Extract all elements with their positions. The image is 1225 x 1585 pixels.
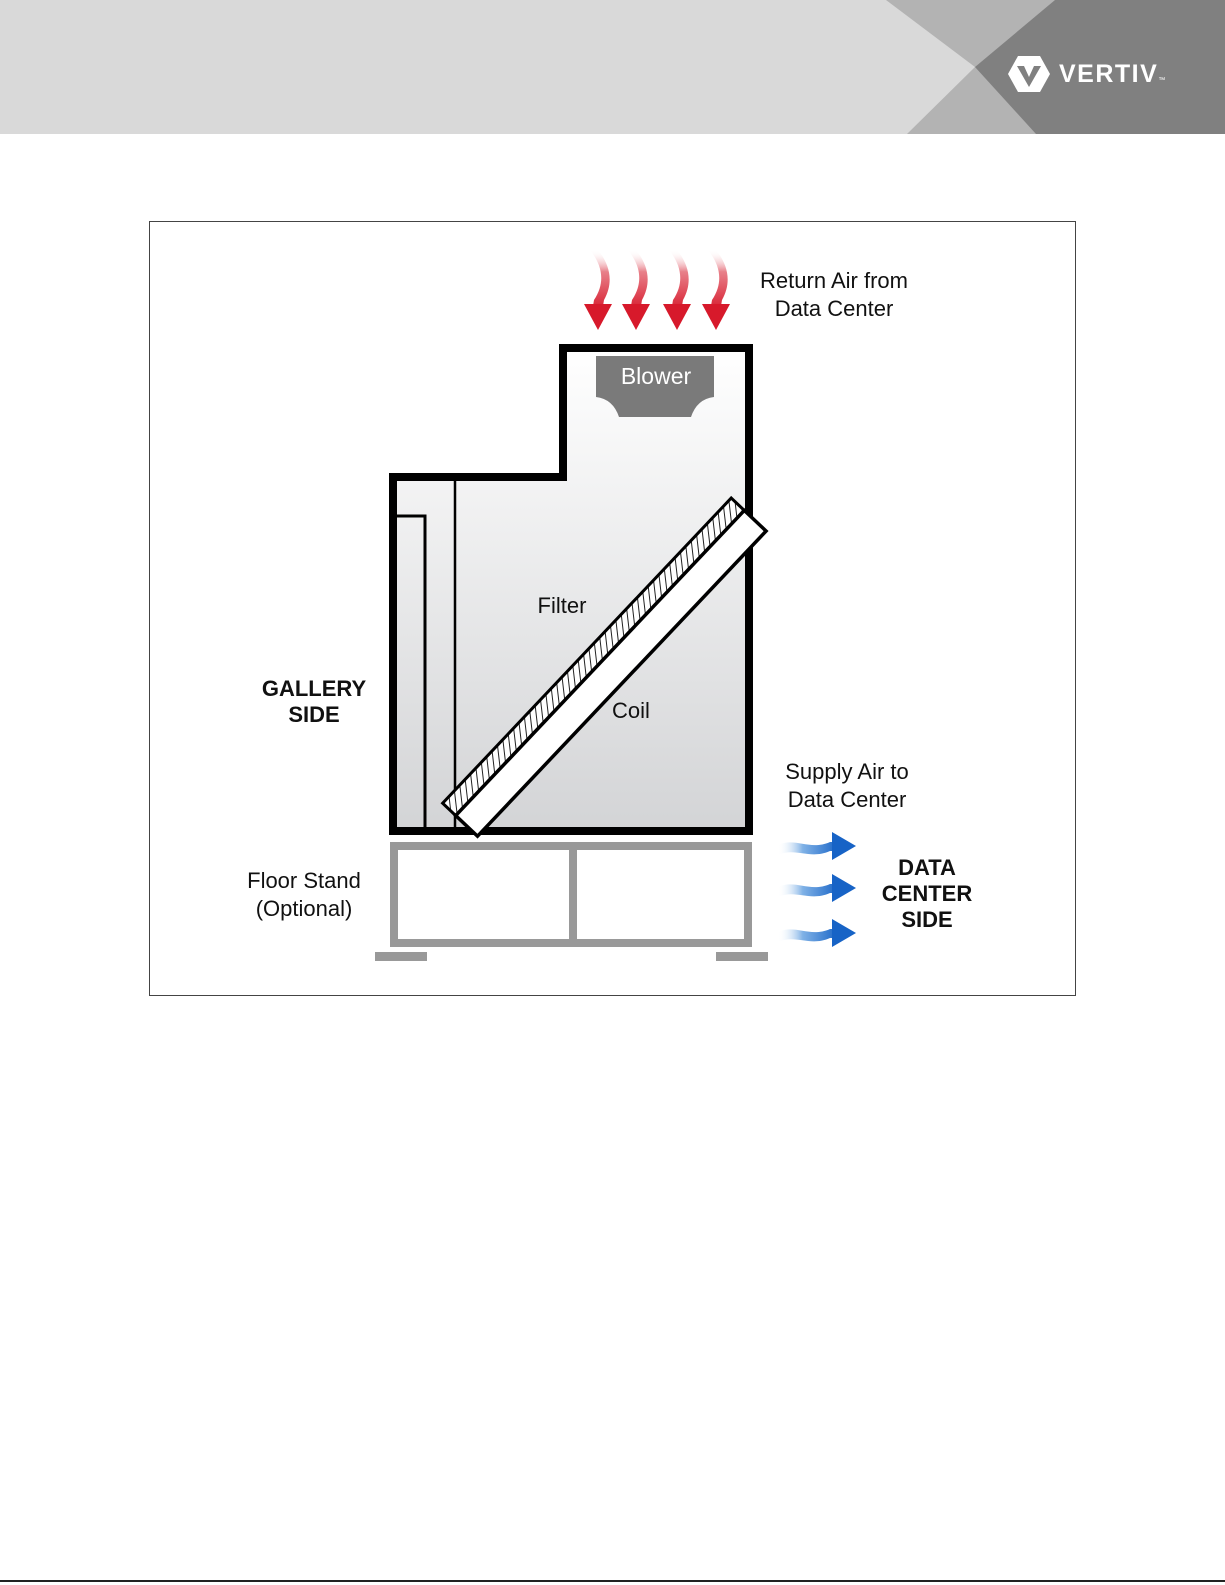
blower-label: Blower xyxy=(596,362,716,390)
return-air-arrows xyxy=(584,250,730,330)
right-arrow-wave-icon xyxy=(778,919,856,947)
floor-stand xyxy=(394,846,748,943)
right-arrow-wave-icon xyxy=(778,832,856,860)
floor-stand-foot-left xyxy=(375,952,427,961)
gallery-side-label: GALLERY SIDE xyxy=(244,676,384,728)
return-air-label: Return Air from Data Center xyxy=(734,267,934,323)
down-arrow-wave-icon xyxy=(584,250,612,330)
coil-label: Coil xyxy=(600,697,662,725)
supply-air-label: Supply Air to Data Center xyxy=(762,758,932,814)
floor-stand-label: Floor Stand (Optional) xyxy=(224,867,384,923)
data-center-side-label: DATA CENTER SIDE xyxy=(866,855,988,933)
filter-label: Filter xyxy=(522,592,602,620)
right-arrow-wave-icon xyxy=(778,874,856,902)
footer-rule xyxy=(0,1580,1225,1582)
supply-air-arrows xyxy=(778,832,856,947)
down-arrow-wave-icon xyxy=(702,250,730,330)
down-arrow-wave-icon xyxy=(622,250,650,330)
down-arrow-wave-icon xyxy=(663,250,691,330)
floor-stand-foot-right xyxy=(716,952,768,961)
